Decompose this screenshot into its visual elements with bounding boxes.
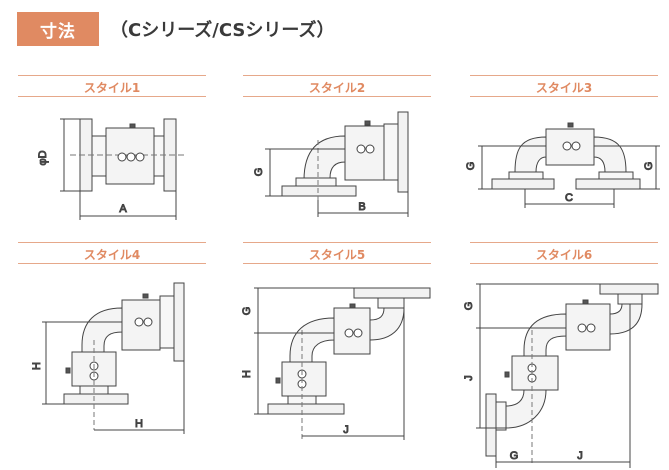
style5-drawing [254,287,431,440]
style5-bottom-rule [243,263,431,264]
style1-top-rule [18,75,206,76]
style4-dim-H-vertical: H [31,362,43,370]
section-badge: 寸法 [17,12,99,46]
style2-dim-G: G [253,168,265,177]
style3-bottom-rule [470,96,658,97]
style1-label: スタイル1 [83,81,141,95]
style5-dim-J: J [343,424,349,436]
style4-drawing [42,282,185,434]
style6-drawing [476,283,659,468]
section-title: （Cシリーズ/CSシリーズ） [110,20,335,41]
style5-label: スタイル5 [308,248,366,262]
style2-drawing [265,111,409,217]
style6-top-rule [470,242,658,243]
style6-dim-J-vertical: J [463,375,475,381]
style1-drawing [60,118,186,220]
style3-dim-G-right: G [643,162,655,171]
style2-label: スタイル2 [308,81,366,95]
style4-dim-H-horizontal: H [135,418,143,430]
style1-dim-A: A [119,203,127,215]
style6-bottom-rule [470,263,658,264]
style4-label: スタイル4 [83,248,141,262]
style5-dim-H: H [241,370,253,378]
style1-bottom-rule [18,96,206,97]
style6-dim-G-horizontal: G [510,450,519,462]
style2-top-rule [243,75,431,76]
style6-dim-J-horizontal: J [577,450,583,462]
style3-top-rule [470,75,658,76]
style4-top-rule [18,242,206,243]
style1-dim-phiD: φD [37,150,49,165]
style5-top-rule [243,242,431,243]
style3-label: スタイル3 [535,81,593,95]
style3-dim-C: C [565,192,573,204]
style3-drawing [478,122,660,208]
style5-dim-G: G [241,307,253,316]
style6-label: スタイル6 [535,248,593,262]
style2-bottom-rule [243,96,431,97]
style6-dim-G-vertical: G [463,302,475,311]
style2-dim-B: B [358,201,365,213]
style4-bottom-rule [18,263,206,264]
style3-dim-G-left: G [465,162,477,171]
